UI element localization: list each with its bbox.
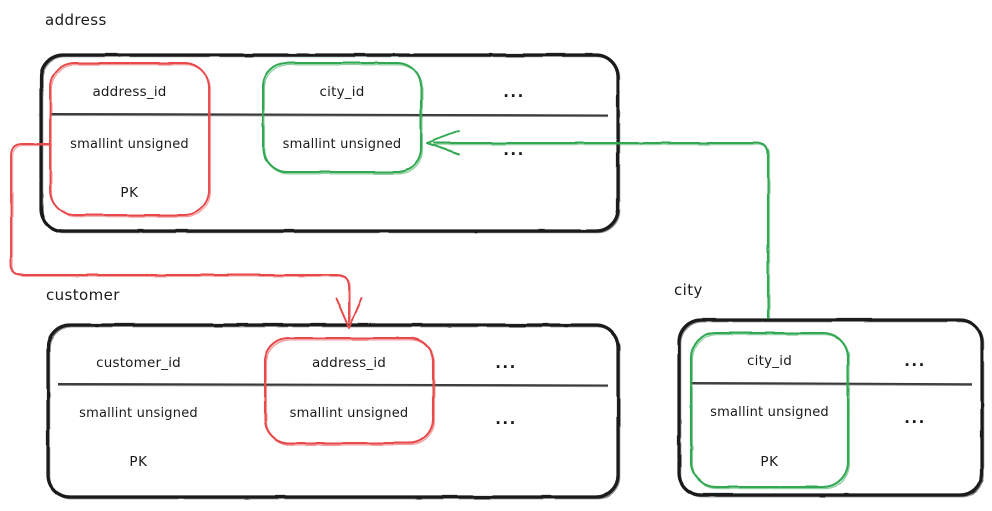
column-name-city-more: ... bbox=[904, 352, 926, 370]
entity-box-city[interactable] bbox=[677, 318, 985, 498]
column-type-address-city-id: smallint unsigned bbox=[282, 137, 402, 152]
column-type-city-more: ... bbox=[904, 409, 926, 427]
pk-highlight-city-city-id[interactable] bbox=[689, 331, 851, 490]
table-title-customer: customer bbox=[46, 286, 120, 304]
entity-box-customer[interactable] bbox=[46, 323, 621, 500]
column-type-city-city-id: smallint unsigned bbox=[710, 405, 829, 420]
column-key-address-address-id: PK bbox=[120, 185, 139, 201]
column-type-address-more: ... bbox=[503, 141, 525, 159]
column-type-customer-customer-id: smallint unsigned bbox=[79, 406, 198, 421]
relationship-address-to-customer[interactable] bbox=[10, 143, 363, 329]
fk-highlight-address-city-id[interactable] bbox=[261, 61, 424, 175]
table-title-city: city bbox=[674, 281, 703, 299]
column-name-address-address-id: address_id bbox=[92, 84, 167, 100]
column-name-city-city-id: city_id bbox=[747, 353, 792, 369]
column-type-customer-address-id: smallint unsigned bbox=[289, 406, 409, 421]
column-type-customer-more: ... bbox=[495, 410, 517, 428]
column-name-customer-address-id: address_id bbox=[311, 355, 387, 371]
table-title-address: address bbox=[45, 11, 107, 29]
fk-highlight-customer-address-id[interactable] bbox=[263, 336, 436, 446]
divider-customer bbox=[57, 382, 609, 388]
relationship-city-to-address[interactable] bbox=[426, 130, 771, 320]
column-name-address-city-id: city_id bbox=[319, 84, 365, 100]
pk-highlight-address-address-id[interactable] bbox=[49, 62, 212, 218]
column-type-address-address-id: smallint unsigned bbox=[70, 137, 189, 152]
divider-address bbox=[49, 112, 609, 118]
column-name-customer-more: ... bbox=[495, 354, 517, 372]
column-name-address-more: ... bbox=[503, 83, 525, 101]
column-name-customer-customer-id: customer_id bbox=[96, 355, 181, 371]
divider-city bbox=[689, 381, 973, 386]
column-key-customer-customer-id: PK bbox=[129, 454, 148, 470]
column-key-city-city-id: PK bbox=[760, 454, 779, 470]
